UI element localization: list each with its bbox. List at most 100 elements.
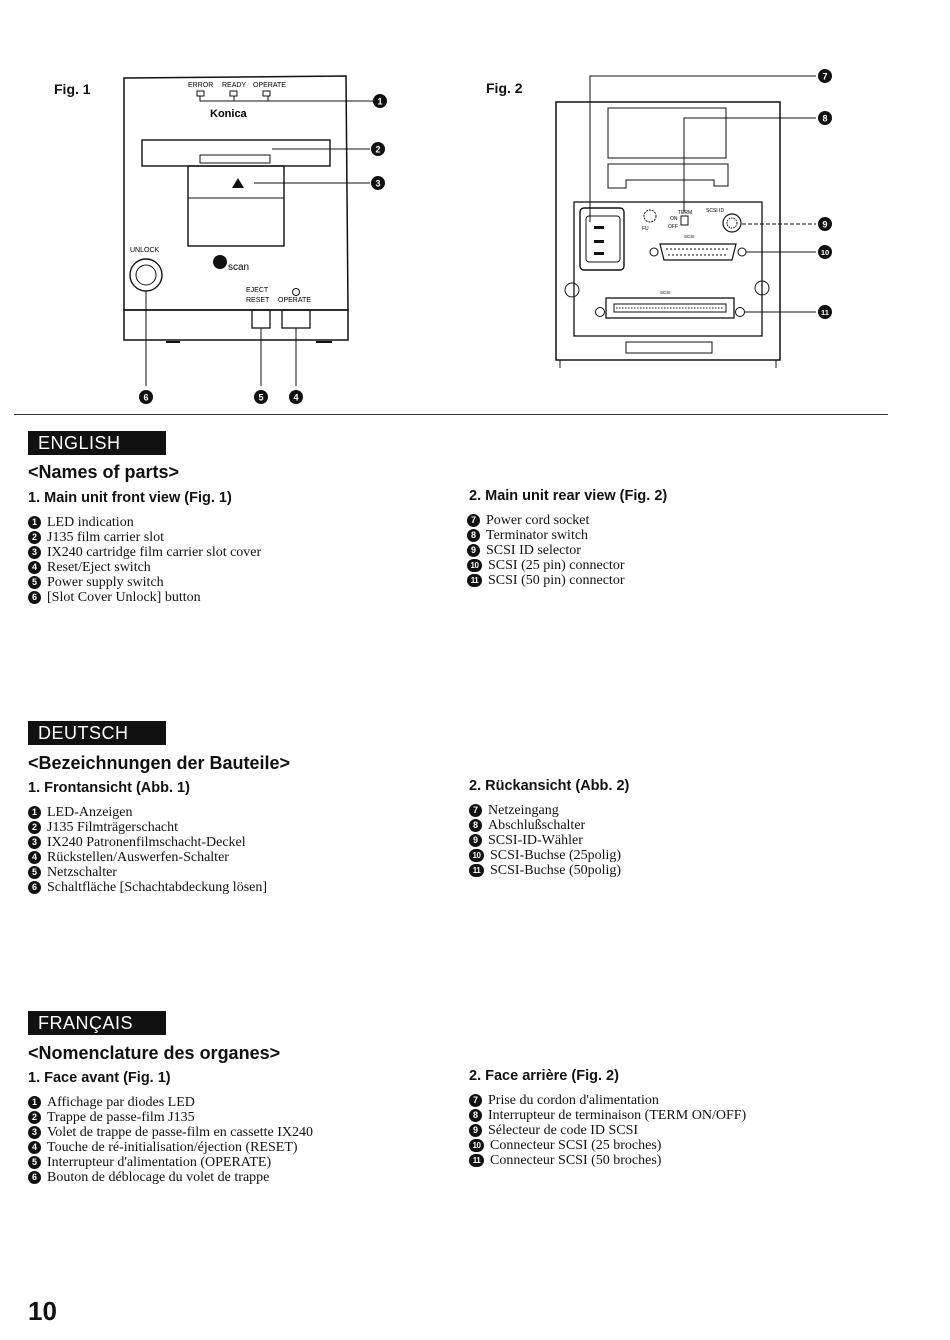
lang-badge-deutsch: DEUTSCH <box>28 721 166 745</box>
callout-11: 11 <box>818 305 832 319</box>
power-symbol-icon <box>292 288 300 296</box>
page-number: 10 <box>28 1296 57 1326</box>
led-error-indicator <box>196 90 205 97</box>
callout-3: 3 <box>371 176 385 190</box>
callout-1: 1 <box>373 94 387 108</box>
led-ready-indicator <box>229 90 238 97</box>
reset-eject-switch[interactable] <box>251 309 271 329</box>
rear-title-francais: 2. Face arrière (Fig. 2) <box>469 1068 619 1084</box>
scsi-25-label: SCSI <box>684 234 695 239</box>
slot-cover-unlock-button[interactable] <box>129 258 163 292</box>
fu-label: FU <box>642 226 649 232</box>
scsi-50-pin-connector <box>605 297 735 319</box>
fig2-label: Fig. 2 <box>486 80 523 96</box>
svg-text:10: 10 <box>821 248 829 257</box>
section-divider <box>14 414 888 415</box>
unlock-label: UNLOCK <box>130 247 160 254</box>
screw-left-icon <box>564 282 580 298</box>
term-label: TERM <box>678 210 692 216</box>
brand-logo: Konica <box>210 108 248 120</box>
power-cord-socket <box>579 207 625 271</box>
svg-text:3: 3 <box>375 179 380 189</box>
callout-2: 2 <box>371 142 385 156</box>
svg-text:2: 2 <box>375 145 380 155</box>
front-view-diagram: ERROR READY OPERATE Konica UNLOCK scan E… <box>123 75 387 404</box>
term-off-label: OFF <box>668 224 678 230</box>
scsi-id-label: SCSI ID <box>706 208 724 214</box>
heading-francais: <Nomenclature des organes> <box>28 1043 281 1063</box>
svg-text:8: 8 <box>822 114 827 124</box>
rear-view-diagram: FU TERM ON OFF SCSI ID SCSI SCSI 7 8 9 1… <box>555 69 832 368</box>
power-supply-switch[interactable] <box>281 309 311 329</box>
svg-text:1: 1 <box>377 97 382 107</box>
svg-text:9: 9 <box>822 220 827 230</box>
callout-10: 10 <box>818 245 832 259</box>
heading-deutsch: <Bezeichnungen der Bauteile> <box>28 753 291 773</box>
svg-text:6: 6 <box>143 393 148 403</box>
operate-label: OPERATE <box>278 297 311 304</box>
heading-english: <Names of parts> <box>28 462 180 482</box>
lang-badge-francais: FRANÇAIS <box>28 1011 166 1035</box>
callout-6: 6 <box>139 390 153 404</box>
screw-right-icon <box>754 280 770 296</box>
scan-logo-text: scan <box>228 262 249 273</box>
led-label-ready: READY <box>222 82 246 89</box>
list-item: 6[Slot Cover Unlock] button <box>28 590 261 605</box>
callout-9: 9 <box>818 217 832 231</box>
front-title-deutsch: 1. Frontansicht (Abb. 1) <box>28 780 190 796</box>
eject-label: EJECT <box>246 287 269 294</box>
led-label-operate: OPERATE <box>253 82 286 89</box>
scsi-50-label: SCSI <box>660 290 671 295</box>
callout-5: 5 <box>254 390 268 404</box>
front-title-english: 1. Main unit front view (Fig. 1) <box>28 490 232 506</box>
front-title-francais: 1. Face avant (Fig. 1) <box>28 1070 171 1086</box>
scsi-25-pin-connector <box>659 243 737 261</box>
eject-triangle-icon <box>232 178 244 188</box>
rear-title-deutsch: 2. Rückansicht (Abb. 2) <box>469 778 630 794</box>
callout-4: 4 <box>289 390 303 404</box>
callout-7: 7 <box>818 69 832 83</box>
rear-title-english: 2. Main unit rear view (Fig. 2) <box>469 488 668 504</box>
fig1-label: Fig. 1 <box>54 81 91 97</box>
svg-text:7: 7 <box>822 72 827 82</box>
callout-8: 8 <box>818 111 832 125</box>
led-label-error: ERROR <box>188 82 213 89</box>
scsi-id-selector <box>722 213 742 233</box>
terminator-switch <box>680 215 689 226</box>
